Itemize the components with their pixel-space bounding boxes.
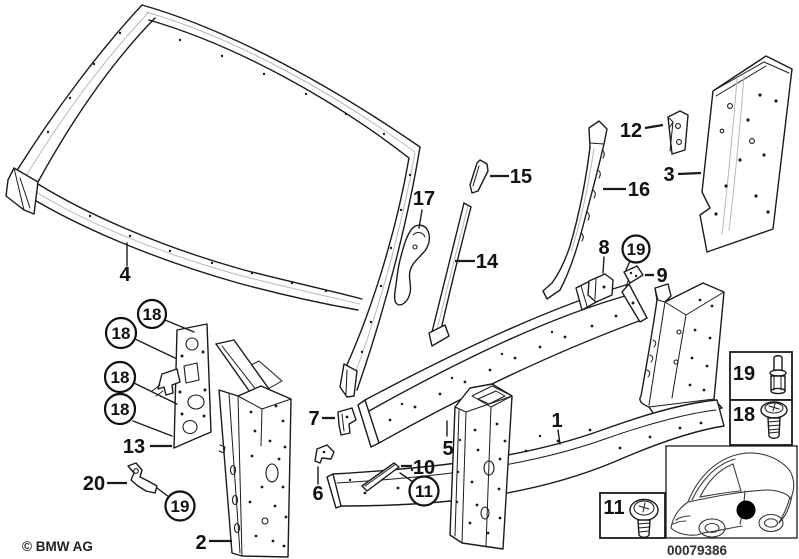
legend-rivet-row[interactable]: 19 (729, 351, 793, 401)
clip-6-art (314, 444, 335, 464)
legend-bolt-label: 11 (603, 497, 624, 519)
document-number: 00079386 (667, 543, 728, 558)
callout-part-1[interactable]: 1 (551, 410, 562, 432)
circled-callout-18-1[interactable]: 18 (136, 298, 168, 330)
pillar-reinforcement-16-art (542, 120, 608, 300)
svg-text:19: 19 (171, 497, 190, 516)
plate-13-bracket-art (151, 368, 181, 397)
panel-3-art (699, 55, 793, 253)
legend-bolt-row[interactable]: 11 (599, 492, 666, 539)
right-pillar-art (639, 282, 725, 421)
round-head-screw-icon (760, 401, 788, 439)
car-outline-icon (670, 452, 795, 538)
circled-callout-19-top[interactable]: 19 (621, 234, 651, 264)
spot-weld-dots-rear-rail (388, 314, 618, 422)
callout-part-8[interactable]: 8 (598, 237, 609, 259)
a-pillar-strip-14-art (428, 202, 472, 347)
callout-part-9[interactable]: 9 (656, 265, 667, 287)
svg-text:11: 11 (415, 482, 433, 501)
sill-front-rail-art (326, 399, 725, 509)
torx-screw-icon (629, 498, 659, 538)
callout-part-7[interactable]: 7 (308, 408, 319, 430)
panel-3-holes (714, 93, 778, 216)
callout-part-6[interactable]: 6 (312, 483, 323, 505)
spot-weld-dots-right-pillar (673, 298, 714, 392)
callout-part-5[interactable]: 5 (442, 438, 453, 460)
legend-screw-row[interactable]: 18 (729, 399, 793, 446)
cowl-bracket-17-art (393, 224, 431, 306)
strip-10-art (361, 462, 400, 492)
spot-weld-dots-pillar-5 (455, 422, 507, 535)
circled-callout-19-bottom[interactable]: 19 (164, 490, 196, 522)
car-location-thumbnail (665, 445, 798, 539)
pillar-5-art (449, 383, 513, 550)
svg-text:18: 18 (143, 305, 162, 324)
location-marker-dot (736, 500, 756, 520)
callout-part-12[interactable]: 12 (620, 120, 642, 142)
svg-text:18: 18 (111, 368, 130, 387)
legend-screw-label: 18 (733, 404, 755, 426)
spot-weld-dots-pillar-2 (248, 404, 288, 548)
pillar-2-art (215, 339, 292, 558)
callout-part-20[interactable]: 20 (83, 473, 105, 495)
clip-7-art (337, 407, 357, 436)
clip-9-art (623, 265, 644, 288)
pad-15-art (469, 159, 489, 194)
svg-text:19: 19 (627, 240, 646, 259)
svg-text:18: 18 (112, 324, 131, 343)
legend-rivet-label: 19 (733, 363, 755, 385)
callout-part-15[interactable]: 15 (510, 166, 532, 188)
circled-callout-18-2[interactable]: 18 (104, 316, 138, 350)
circled-callout-11[interactable]: 11 (408, 475, 440, 507)
spot-weld-dots-front-rail (348, 421, 703, 495)
frame-tick-dots (46, 31, 412, 354)
windshield-frame-art (5, 4, 421, 398)
strap-20-art (127, 462, 158, 494)
bracket-8-art (587, 273, 614, 303)
callout-part-10[interactable]: 10 (413, 457, 435, 479)
callout-part-14[interactable]: 14 (476, 251, 499, 273)
svg-text:18: 18 (111, 400, 130, 419)
callout-part-4[interactable]: 4 (119, 264, 131, 286)
callout-part-16[interactable]: 16 (628, 179, 650, 201)
leader-lines (107, 123, 702, 543)
plate-13-art (151, 323, 212, 449)
circled-callout-18-3[interactable]: 18 (103, 360, 137, 394)
callout-part-3[interactable]: 3 (663, 164, 674, 186)
rivet-icon (769, 355, 787, 395)
callout-part-2[interactable]: 2 (195, 532, 206, 554)
circled-callout-18-4[interactable]: 18 (103, 392, 137, 426)
plate-12-art (667, 110, 689, 155)
callout-part-13[interactable]: 13 (123, 436, 145, 458)
copyright-text: © BMW AG (22, 539, 93, 554)
callout-part-17[interactable]: 17 (413, 188, 435, 210)
